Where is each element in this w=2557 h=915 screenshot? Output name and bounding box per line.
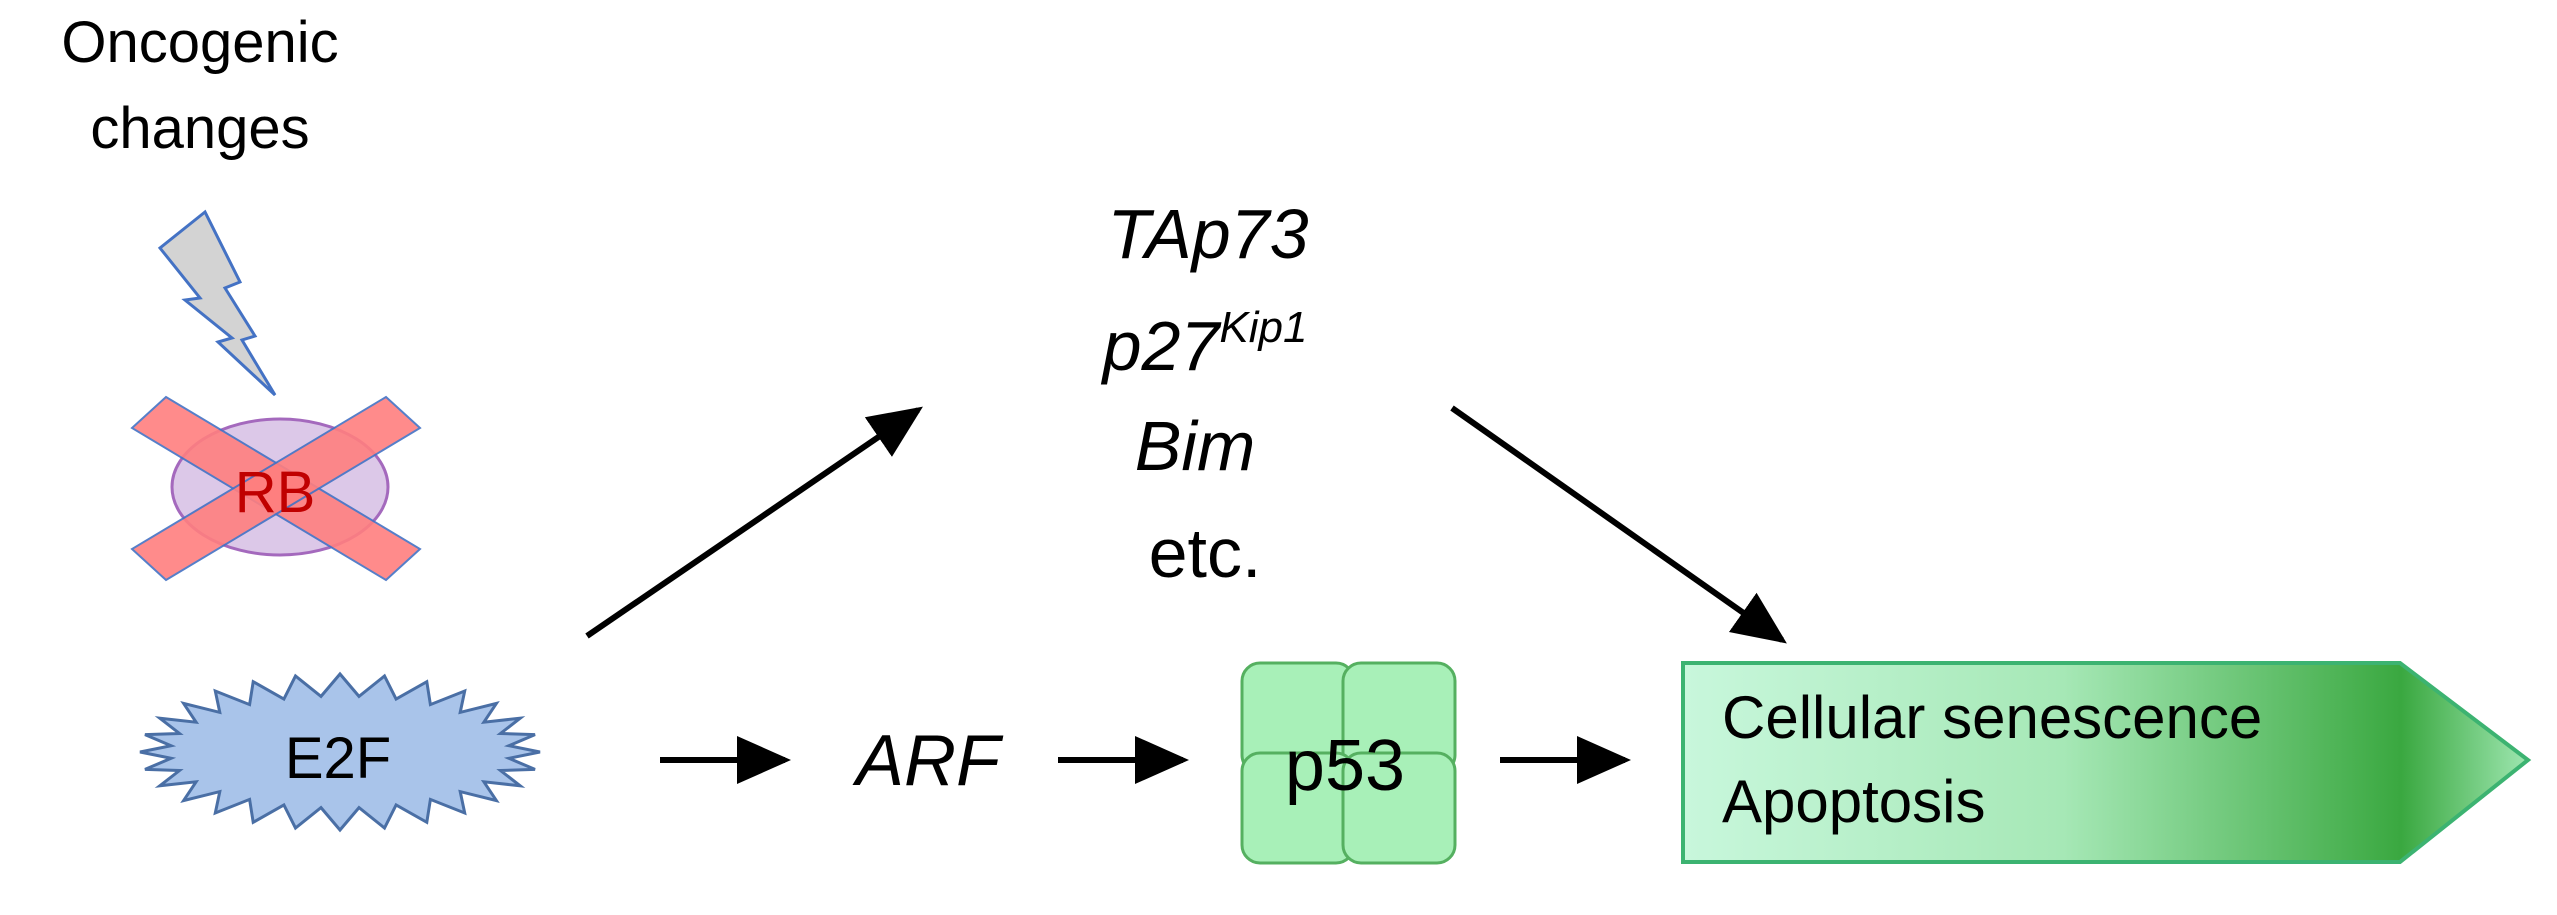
- outcome-senescence: Cellular senescence: [1722, 684, 2262, 751]
- rb-label: RB: [235, 460, 316, 525]
- target-etc: etc.: [1149, 514, 1262, 592]
- arrow-targets-to-outcome: [1450, 405, 1787, 644]
- target-bim: Bim: [1135, 407, 1256, 485]
- target-tap73: TAp73: [1107, 195, 1308, 273]
- lightning-bolt-icon: [157, 209, 277, 397]
- outcome-arrow-shape: [1681, 661, 2532, 864]
- cross-out-icon: [130, 395, 422, 582]
- p53-tetramer: [1240, 661, 1457, 865]
- trigger-label-line1: Oncogenic: [61, 10, 338, 75]
- target-p27: p27Kip1: [1101, 303, 1308, 385]
- trigger-label-line2: changes: [90, 96, 309, 161]
- arf-label: ARF: [852, 721, 1004, 801]
- target-p27-superscript: Kip1: [1219, 303, 1307, 352]
- e2f-starburst: [139, 671, 541, 833]
- e2f-label: E2F: [285, 726, 391, 791]
- p53-label: p53: [1285, 726, 1405, 806]
- target-p27-name: p27: [1101, 307, 1223, 385]
- arrow-e2f-to-targets: [585, 406, 923, 639]
- outcome-apoptosis: Apoptosis: [1722, 768, 1986, 835]
